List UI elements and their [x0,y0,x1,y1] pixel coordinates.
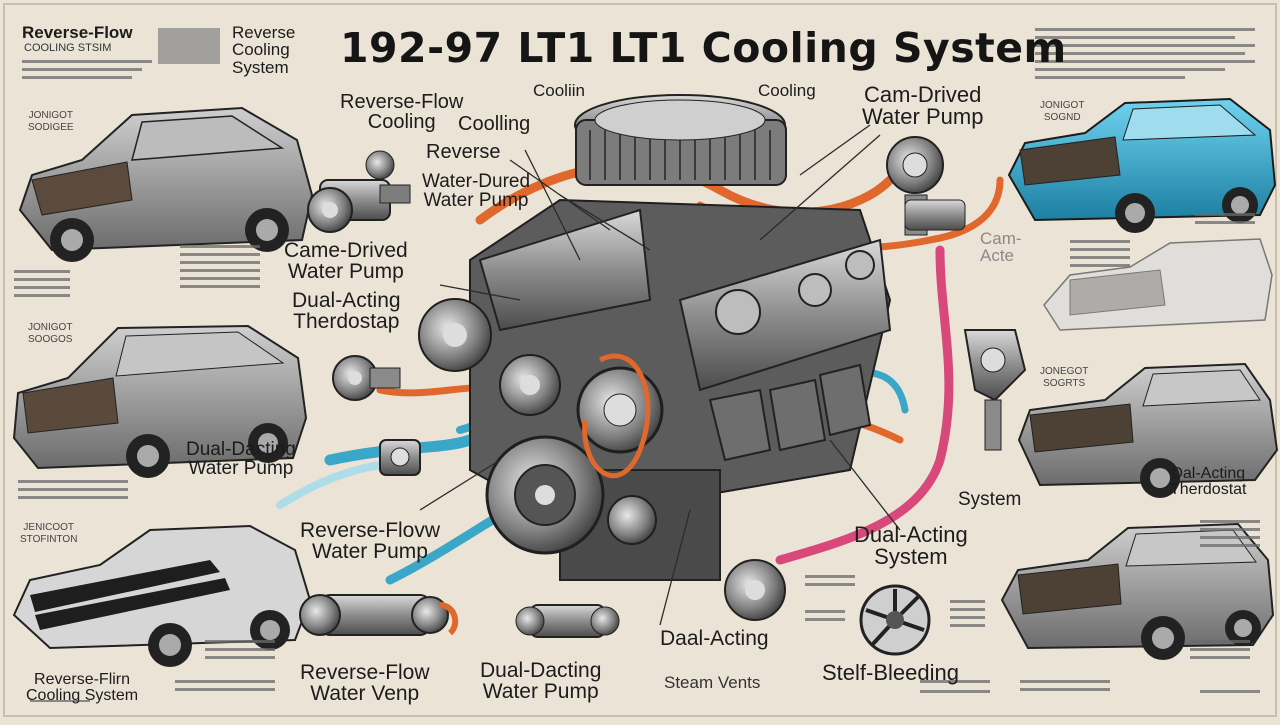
label-cooling-top: Cooling [758,81,816,100]
label-cooliin: Cooliin [533,81,585,100]
label-daal-acting: Daal-Acting [660,627,769,650]
car-icon-top-right [1007,97,1277,233]
car-icon-mid-right [1017,362,1279,498]
label-dual-acting-system: Dual-Acting System [854,522,968,570]
thermostat-icon-top-right [886,136,966,236]
label-dal-acting-therdostat: Dal-Acting Therdostat [1170,465,1247,499]
fan-icon [859,584,931,656]
label-jonegot-sogrts: JONEGOT SOGRTS [1040,366,1089,389]
thermostat-icon-left [332,355,401,401]
water-pump-icon-left-lower [379,439,421,476]
label-dual-dacting-water-pump-left: Dual-Dacting Water Pump [186,439,296,480]
label-jenicoot-stofinton: JENICOOT STOFINTON [20,522,78,545]
label-coolling: Coolling [458,113,531,135]
label-steam-vents: Steam Vents [664,673,761,692]
water-pump-icon-top-left [307,150,411,233]
car-icon-top-left [18,106,314,262]
label-reverse-flow-water-venp: Reverse-Flow Water Venp [300,661,430,706]
label-jonigot-sodigee: JONIGOT SODIGEE [28,110,74,133]
fine-print [14,28,1260,702]
engine-icon [418,94,892,581]
car-icon-ghost-right [1043,238,1273,331]
thermostat-icon-right [963,329,1027,451]
label-tl-scribble: COOLING STSIM [24,42,112,54]
label-came-drived-water-pump: Came-Drived Water Pump [284,239,408,284]
label-system-right: System [958,489,1022,510]
diagram-title: 192-97 LT1 LT1 Cooling System [340,24,1067,72]
label-dual-acting-therdostap: Dual-Acting Therdostap [292,289,401,334]
label-self-bleeding: Stelf-Bleeding [822,660,959,685]
water-pump-icon-bottom-center [515,604,620,638]
label-cam-drived-water-pump-top: Cam-Drived Water Pump [862,82,984,130]
label-jonigot-sognd: JONIGOT SOGND [1040,100,1085,123]
label-reverse-floww-water-pump: Reverse-Flovw Water Pump [300,519,441,564]
pulley-icon-lower-center [724,559,786,621]
label-water-dured-pump: Water-Dured Water Pump [422,171,531,212]
label-reverse: Reverse [426,141,501,163]
label-jonigot-soogos: JONIGOT SOOGOS [28,322,73,345]
label-reverse-flow-cooling: Reverse-Flow Cooling [340,91,464,134]
label-reverse-flirn-cooling-system: Reverse-Flirn Cooling System [26,671,139,705]
car-icon-bottom-right [1000,522,1275,660]
frame-border [3,3,1277,717]
car-icon-bottom-left [12,524,312,667]
label-dual-dacting-water-pump-bottom: Dual-Dacting Water Pump [480,659,602,704]
label-reverse-cooling-system: Reverse Cooling System [232,23,296,77]
leader-lines [419,124,901,626]
label-reverse-flow-tl: Reverse-Flow [22,23,133,42]
label-cam-acte: Cam- Acte [980,229,1022,266]
water-pump-icon-bottom-left [299,594,459,636]
car-icon-mid-left [12,324,308,478]
